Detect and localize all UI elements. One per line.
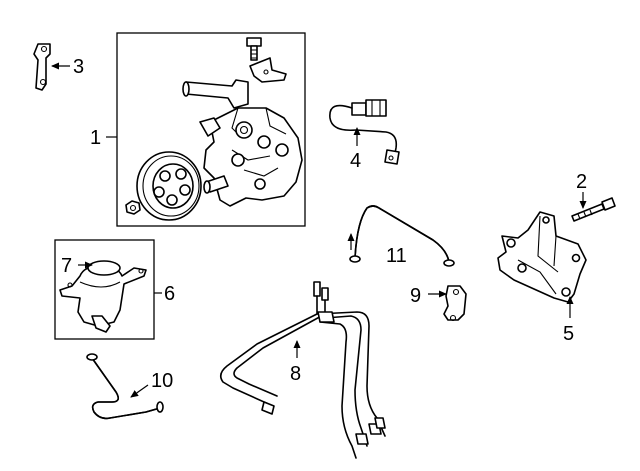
callout-3: 3: [73, 56, 84, 78]
mounting-bracket: [33, 43, 51, 91]
power-steering-pump: [125, 37, 303, 221]
callout-8: 8: [290, 363, 301, 385]
return-hose: [86, 353, 164, 420]
clamp: [443, 285, 467, 322]
callout-5: 5: [563, 323, 574, 345]
pressure-hose-assembly: [219, 281, 386, 459]
callout-7: 7: [61, 255, 72, 277]
callout-6: 6: [164, 283, 175, 305]
hose: [349, 205, 455, 267]
callout-2: 2: [576, 171, 587, 193]
callout-11: 11: [386, 245, 407, 267]
power-steering-reservoir: [59, 260, 147, 333]
callout-9: 9: [410, 285, 421, 307]
callout-1: 1: [90, 127, 101, 149]
pump-assembly-frame: [116, 32, 306, 227]
reservoir-assembly-frame: [54, 239, 155, 340]
pressure-switch-harness: [329, 99, 400, 165]
bolt: [571, 197, 616, 222]
callout-4: 4: [350, 150, 361, 172]
callout-10: 10: [151, 370, 173, 392]
pump-bracket: [497, 211, 587, 303]
